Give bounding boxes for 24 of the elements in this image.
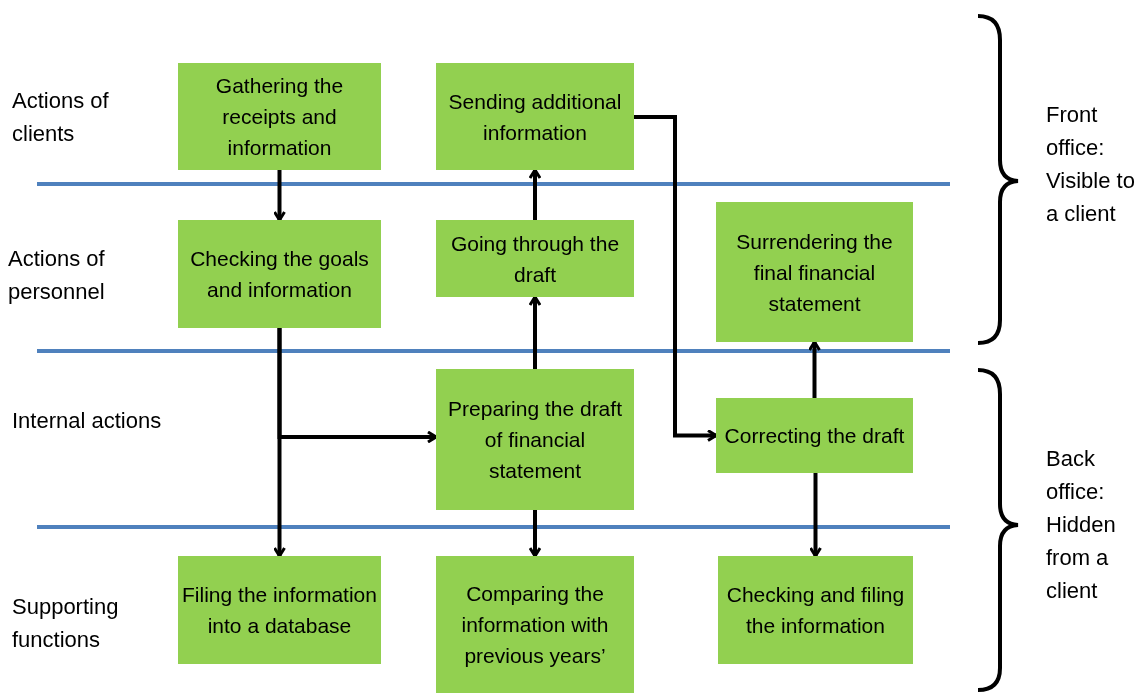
- arrow: [528, 510, 542, 558]
- process-box: Filing the information into a database: [178, 556, 381, 664]
- lane-label: Supporting functions: [12, 593, 120, 654]
- process-box: Surrendering the final financial statement: [716, 202, 913, 342]
- bracket-label: Back office: Hidden from a client: [1046, 445, 1117, 605]
- process-box: Comparing the information with previous years’: [436, 556, 634, 693]
- lane-label: Actions of clients: [12, 87, 110, 148]
- arrow: [634, 115, 718, 442]
- arrow: [809, 473, 822, 558]
- process-box: Checking and filing the information: [718, 556, 913, 664]
- arrow: [528, 295, 542, 369]
- process-box: Preparing the draft of financial statement: [436, 369, 634, 510]
- process-box: Sending additional information: [436, 63, 634, 170]
- process-box: Gathering the receipts and information: [178, 63, 381, 170]
- process-box: Checking the goals and information: [178, 220, 381, 328]
- process-box: Going through the draft: [436, 220, 634, 297]
- arrow: [808, 340, 821, 398]
- lane-label: Internal actions: [12, 407, 162, 435]
- lane-label: Actions of personnel: [8, 245, 106, 306]
- process-box: Correcting the draft: [716, 398, 913, 473]
- arrow: [277, 328, 438, 444]
- arrow: [273, 170, 286, 222]
- bracket-label: Front office: Visible to a client: [1046, 101, 1136, 228]
- arrow: [528, 168, 542, 220]
